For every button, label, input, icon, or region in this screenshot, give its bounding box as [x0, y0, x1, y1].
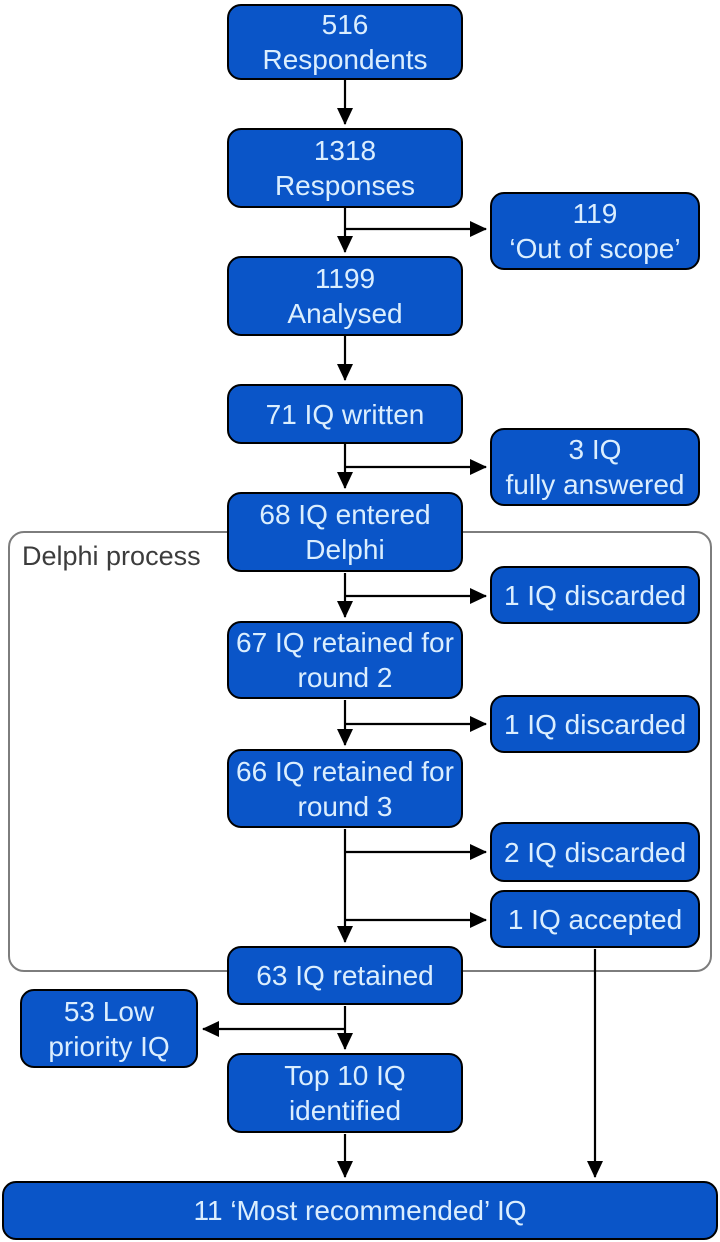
- flow-box-retained-final: 63 IQ retained: [227, 946, 463, 1005]
- flow-box-accepted: 1 IQ accepted: [490, 890, 700, 948]
- flow-box-discarded-round2: 1 IQ discarded: [490, 695, 700, 753]
- flow-box-out-of-scope: 119 ‘Out of scope’: [490, 192, 700, 270]
- flow-box-entered-delphi: 68 IQ entered Delphi: [227, 492, 463, 572]
- flow-box-discarded-round3: 2 IQ discarded: [490, 822, 700, 882]
- flow-box-retained-round3: 66 IQ retained for round 3: [227, 749, 463, 828]
- flow-box-top-ten: Top 10 IQ identified: [227, 1053, 463, 1133]
- delphi-process-label: Delphi process: [22, 541, 201, 571]
- flow-box-most-recommended: 11 ‘Most recommended’ IQ: [2, 1181, 718, 1240]
- flow-box-low-priority: 53 Low priority IQ: [20, 989, 198, 1068]
- flow-box-retained-round2: 67 IQ retained for round 2: [227, 621, 463, 699]
- flow-box-iq-written: 71 IQ written: [227, 384, 463, 444]
- flow-box-analysed: 1199 Analysed: [227, 256, 463, 336]
- flow-box-fully-answered: 3 IQ fully answered: [490, 428, 700, 506]
- flow-box-responses: 1318 Responses: [227, 128, 463, 208]
- flow-box-discarded-round1: 1 IQ discarded: [490, 566, 700, 624]
- flow-box-respondents: 516 Respondents: [227, 4, 463, 80]
